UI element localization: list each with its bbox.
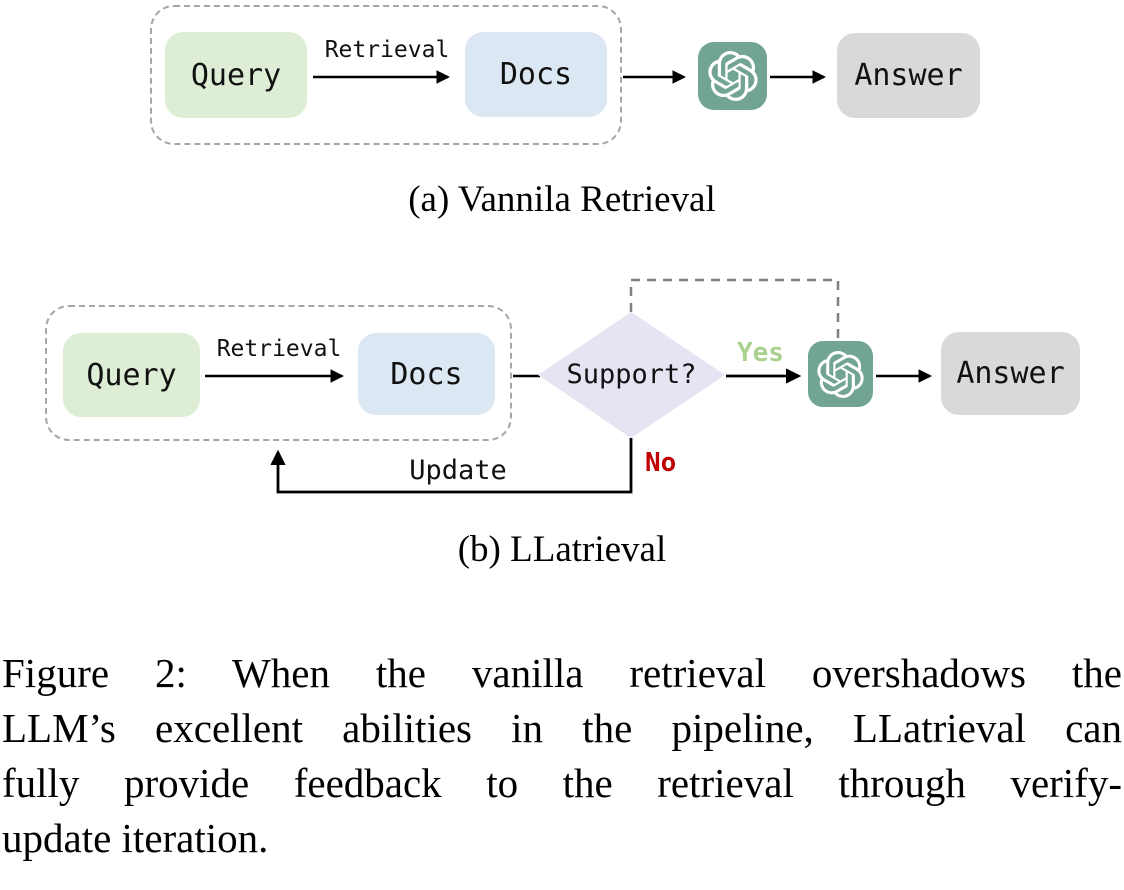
figure-caption-line: Figure 2: When the vanilla retrieval ove… [2,650,1122,696]
figure-caption-line: update iteration. [2,815,269,861]
openai-icon-b [808,341,873,407]
openai-logo-glyph [707,51,758,101]
docs-label-b: Docs [390,356,463,392]
retrieval-group-a [150,5,622,145]
openai-icon [698,42,767,110]
answer-box-a: Answer [837,33,980,118]
openai-logo-glyph [817,350,864,398]
docs-label-a: Docs [499,57,573,92]
answer-box-b: Answer [941,332,1080,415]
retrieval-arrow-label-a: Retrieval [324,37,450,63]
dashed-connector-diamond-llm [629,278,840,338]
caption-a: (a) Vannila Retrieval [408,179,716,220]
figure-caption-line: LLM’s excellent abilities in the pipelin… [2,705,1122,751]
support-question-label: Support? [566,359,697,390]
answer-label-a: Answer [854,58,963,93]
query-label-b: Query [86,357,177,393]
query-label-a: Query [190,57,282,93]
support-diamond [538,312,725,438]
no-branch-label: No [645,448,677,478]
arrow-b-update-loop [270,438,633,494]
retrieval-group-b [45,305,512,441]
yes-branch-label: Yes [737,338,784,368]
query-box-b: Query [63,333,200,417]
docs-box-a: Docs [465,32,607,117]
retrieval-arrow-label-b: Retrieval [216,336,342,362]
figure-caption-line: fully provide feedback to the retrieval … [2,760,1122,806]
caption-b: (b) LLatrieval [457,529,667,570]
query-box-a: Query [165,32,307,118]
update-arrow-label: Update [409,455,507,486]
figure-caption: Figure 2: When the vanilla retrieval ove… [2,646,1122,866]
docs-box-b: Docs [358,333,495,415]
answer-label-b: Answer [956,356,1065,391]
